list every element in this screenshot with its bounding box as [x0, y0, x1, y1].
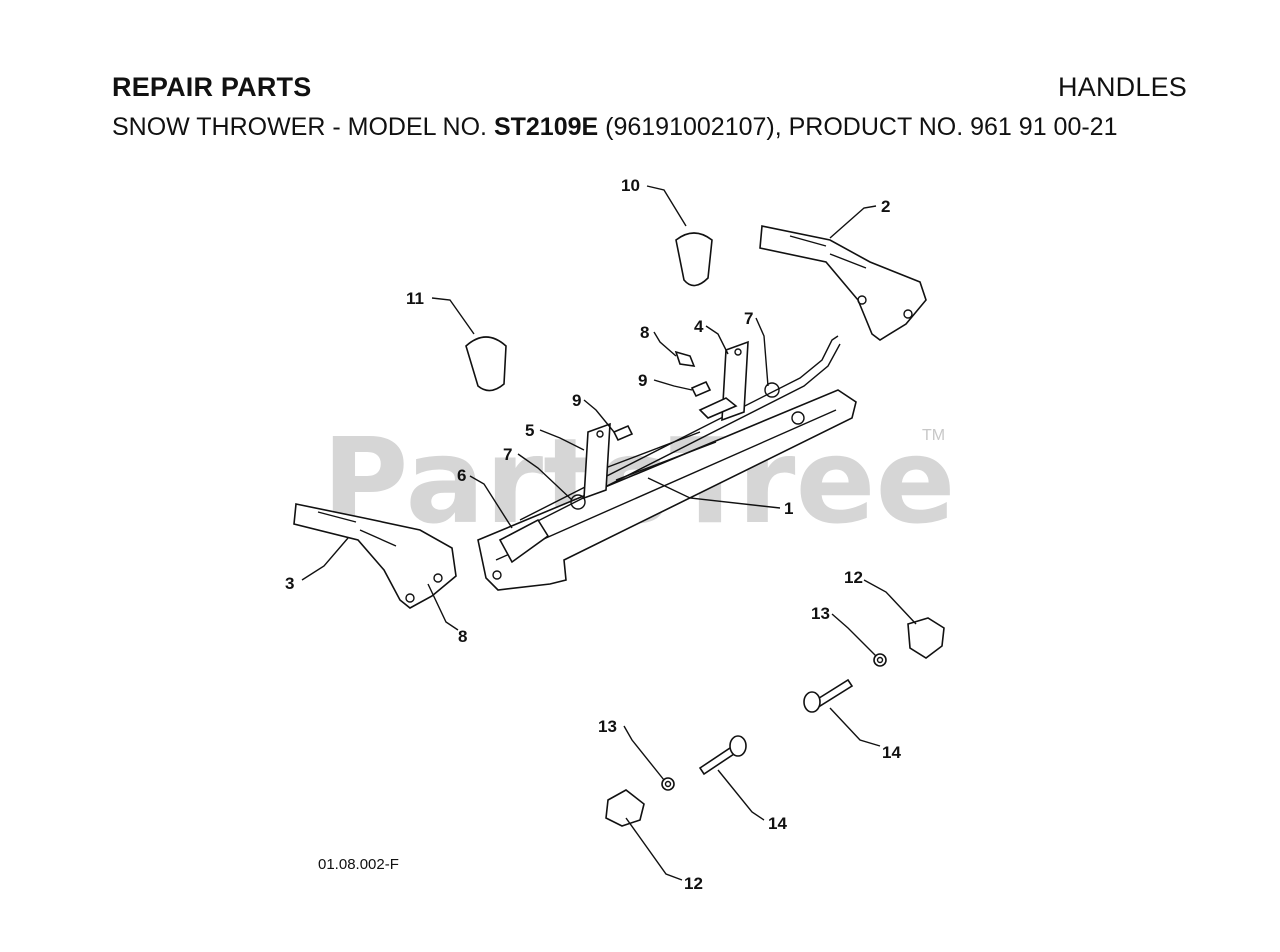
- nut-part-right: [873, 653, 887, 667]
- callout-2: 2: [881, 197, 890, 216]
- leader-lines: [301, 185, 917, 881]
- page-title: REPAIR PARTS: [112, 72, 312, 102]
- callout-7-upper: 7: [744, 309, 753, 328]
- right-handle-part: [759, 225, 927, 341]
- bolt-part-lower: [612, 424, 634, 442]
- knob-part-11: [465, 336, 507, 392]
- model-number: ST2109E: [493, 113, 599, 141]
- callout-5: 5: [525, 421, 534, 440]
- nut-part-left: [661, 777, 675, 791]
- callout-10: 10: [621, 176, 640, 195]
- callout-8-upper: 8: [640, 323, 649, 342]
- callout-3: 3: [285, 574, 294, 593]
- callout-6: 6: [457, 466, 466, 485]
- callout-8-lower: 8: [458, 627, 467, 646]
- lower-bracket-part: [570, 422, 611, 510]
- callout-labels: 10 2 11 8 4 7 9 9 5 7 6 1 3 8 12 13 14 1…: [285, 176, 901, 893]
- shift-rod-part: [519, 335, 841, 529]
- star-knob-part-right: [907, 617, 945, 659]
- section-title: HANDLES: [1058, 72, 1187, 102]
- watermark-tm: TM: [922, 427, 945, 444]
- subtitle-suffix: (96191002107), PRODUCT NO. 961 91 00-21: [598, 113, 1118, 141]
- callout-13-left: 13: [598, 717, 617, 736]
- model-subtitle: SNOW THROWER - MODEL NO. ST2109E (961910…: [112, 113, 1117, 142]
- bolt-part-upper: [690, 380, 712, 398]
- left-handle-part: [293, 503, 457, 609]
- knob-part-10: [675, 232, 713, 287]
- upper-bracket-part: [698, 340, 780, 422]
- callout-1: 1: [784, 499, 793, 518]
- callout-9-lower: 9: [572, 391, 581, 410]
- handle-panel-part: [477, 389, 857, 591]
- lever-part: [498, 518, 550, 564]
- callout-14-left: 14: [768, 814, 787, 833]
- subtitle-prefix: SNOW THROWER - MODEL NO.: [112, 113, 494, 141]
- callout-11: 11: [406, 289, 424, 308]
- callout-12-right: 12: [844, 568, 863, 587]
- callout-7-lower: 7: [503, 445, 512, 464]
- callout-4: 4: [694, 317, 704, 336]
- star-knob-part-left: [605, 789, 645, 827]
- callout-9-upper: 9: [638, 371, 647, 390]
- drawing-code: 01.08.002-F: [318, 856, 399, 873]
- callout-13-right: 13: [811, 604, 830, 623]
- carriage-bolt-part-left: [698, 735, 747, 776]
- callout-12-left: 12: [684, 874, 703, 893]
- carriage-bolt-part-right: [803, 678, 854, 713]
- clip-part-upper: [674, 350, 696, 367]
- callout-14-right: 14: [882, 743, 901, 762]
